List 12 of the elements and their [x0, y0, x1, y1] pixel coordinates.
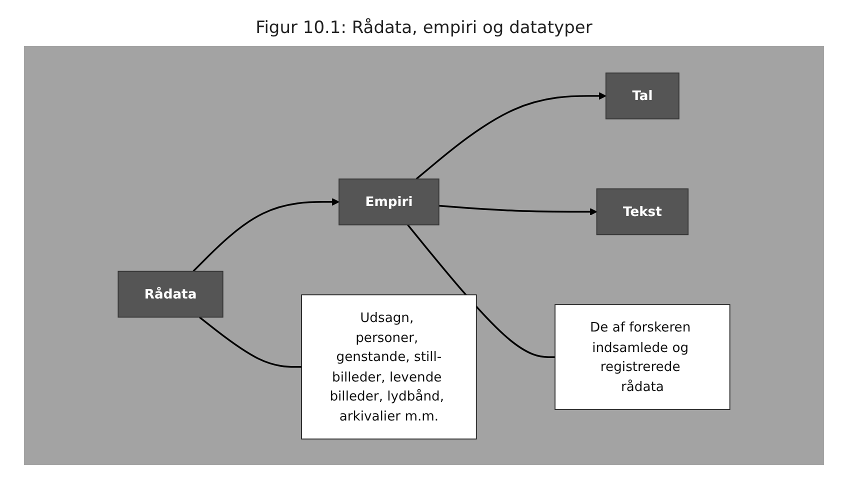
- arrow: [192, 198, 340, 272]
- node-box: De af forskeren indsamlede og registrerede rådata: [554, 304, 730, 410]
- arrow: [416, 92, 606, 180]
- arrow: [438, 204, 598, 216]
- node-box: Empiri: [338, 178, 440, 225]
- connector: [198, 316, 302, 368]
- node-box: Rådata: [118, 270, 224, 318]
- node-box: Tal: [605, 72, 680, 119]
- node-box: Udsagn, personer, genstande, still-billeder, levende billeder, lydbånd, arkivalier m.m.: [301, 294, 477, 439]
- connector: [407, 224, 556, 358]
- figure-title: Figur 10.1: Rådata, empiri og datatyper: [256, 18, 592, 38]
- node-box: Tekst: [596, 188, 689, 235]
